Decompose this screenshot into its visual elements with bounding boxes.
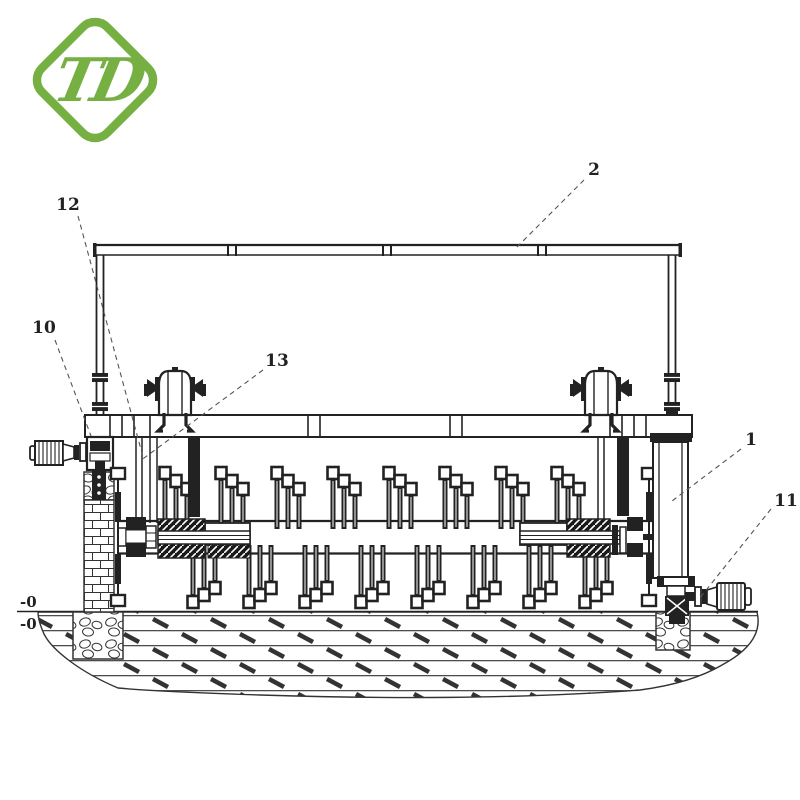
rotor-hangers	[135, 437, 629, 523]
leader-line-12	[77, 215, 144, 458]
support-column-right	[650, 433, 695, 624]
part-label-2: 2	[588, 160, 600, 180]
ground-mass	[37, 611, 759, 699]
rail-joint-ticks	[227, 244, 547, 256]
travel-gearbox	[85, 435, 115, 472]
part-label-1: 1	[745, 430, 757, 450]
annotations: 2 12 10 13 1 11 -0 -0	[20, 160, 798, 633]
beam-dividers	[109, 415, 647, 437]
rotor-assembly	[109, 437, 658, 610]
foundation-left	[72, 611, 124, 660]
part-label-12: 12	[56, 195, 80, 215]
level-mark-upper: -0	[20, 593, 37, 611]
column-coupling	[665, 596, 689, 624]
level-mark-lower: -0	[20, 615, 37, 633]
brand-logo: TD	[32, 17, 158, 143]
part-label-10: 10	[32, 318, 56, 338]
leader-line-2	[516, 179, 585, 248]
logo-diamond	[32, 17, 158, 143]
ground-section	[17, 610, 759, 699]
leader-line-10	[54, 339, 92, 437]
part-label-11: 11	[774, 491, 798, 511]
travel-motor-left	[29, 435, 115, 500]
frame-post-left	[92, 255, 108, 415]
drive-chain	[92, 470, 106, 500]
rotor-gearbox-left	[117, 517, 251, 559]
drive-motor-right	[685, 582, 752, 611]
part-label-13: 13	[265, 351, 289, 371]
gantry-frame	[92, 243, 682, 416]
leader-line-13	[139, 369, 264, 462]
frame-post-right	[664, 255, 680, 416]
carriage-beam	[84, 414, 693, 438]
leader-line-11	[698, 508, 772, 600]
rotor-tines	[158, 465, 614, 610]
leader-line-1	[671, 448, 742, 502]
